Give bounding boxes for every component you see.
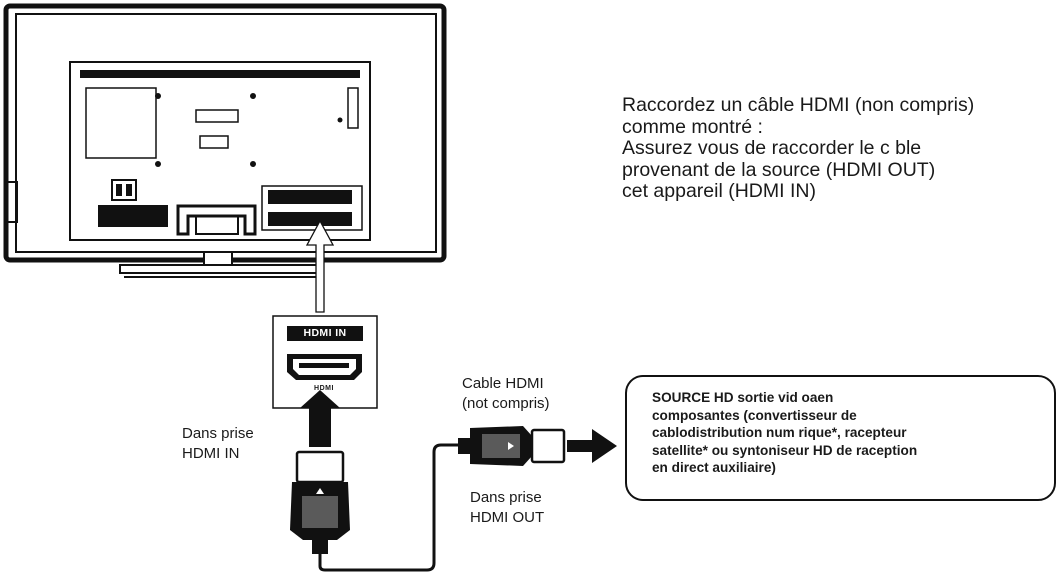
tv-back-panel (3, 3, 447, 278)
plug-insert-arrow (300, 390, 340, 447)
hdmi-plug-horizontal (458, 426, 566, 466)
source-line: composantes (convertisseur de (652, 407, 857, 423)
instruction-line: comme montré : (622, 115, 763, 138)
cable-label: Cable HDMI (not compris) (462, 375, 550, 412)
source-line: SOURCE HD sortie vid oaen (652, 390, 834, 405)
hdmi-plug-vertical (290, 450, 350, 554)
source-line: cablodistribution num rique*, racepteur (652, 425, 907, 441)
hdmi-cable (318, 443, 460, 572)
source-direction-arrow (567, 429, 617, 463)
instructions-text: Raccordez un câble HDMI (non compris) co… (622, 94, 1062, 203)
instruction-line: Raccordez un câble HDMI (non compris) (622, 94, 975, 116)
instruction-line: Assurez vous de raccorder le c ble (622, 137, 922, 159)
hdmi-port-small-label: HDMI (314, 385, 334, 392)
instruction-line: provenant de la source (HDMI OUT) (622, 158, 936, 181)
instruction-line: cet appareil (HDMI IN) (622, 180, 816, 202)
source-line: satellite* ou syntoniseur HD de raceptio… (652, 442, 918, 458)
source-line: en direct auxiliaire) (652, 460, 776, 476)
hd-source-box: SOURCE HD sortie vid oaen composantes (c… (625, 375, 1056, 501)
hdmi-in-port-tag: HDMI IN (287, 326, 363, 341)
into-hdmi-in-label: Dans prise HDMI IN (182, 425, 254, 462)
port-location-arrow (305, 219, 335, 313)
into-hdmi-out-label: Dans prise HDMI OUT (470, 489, 545, 526)
